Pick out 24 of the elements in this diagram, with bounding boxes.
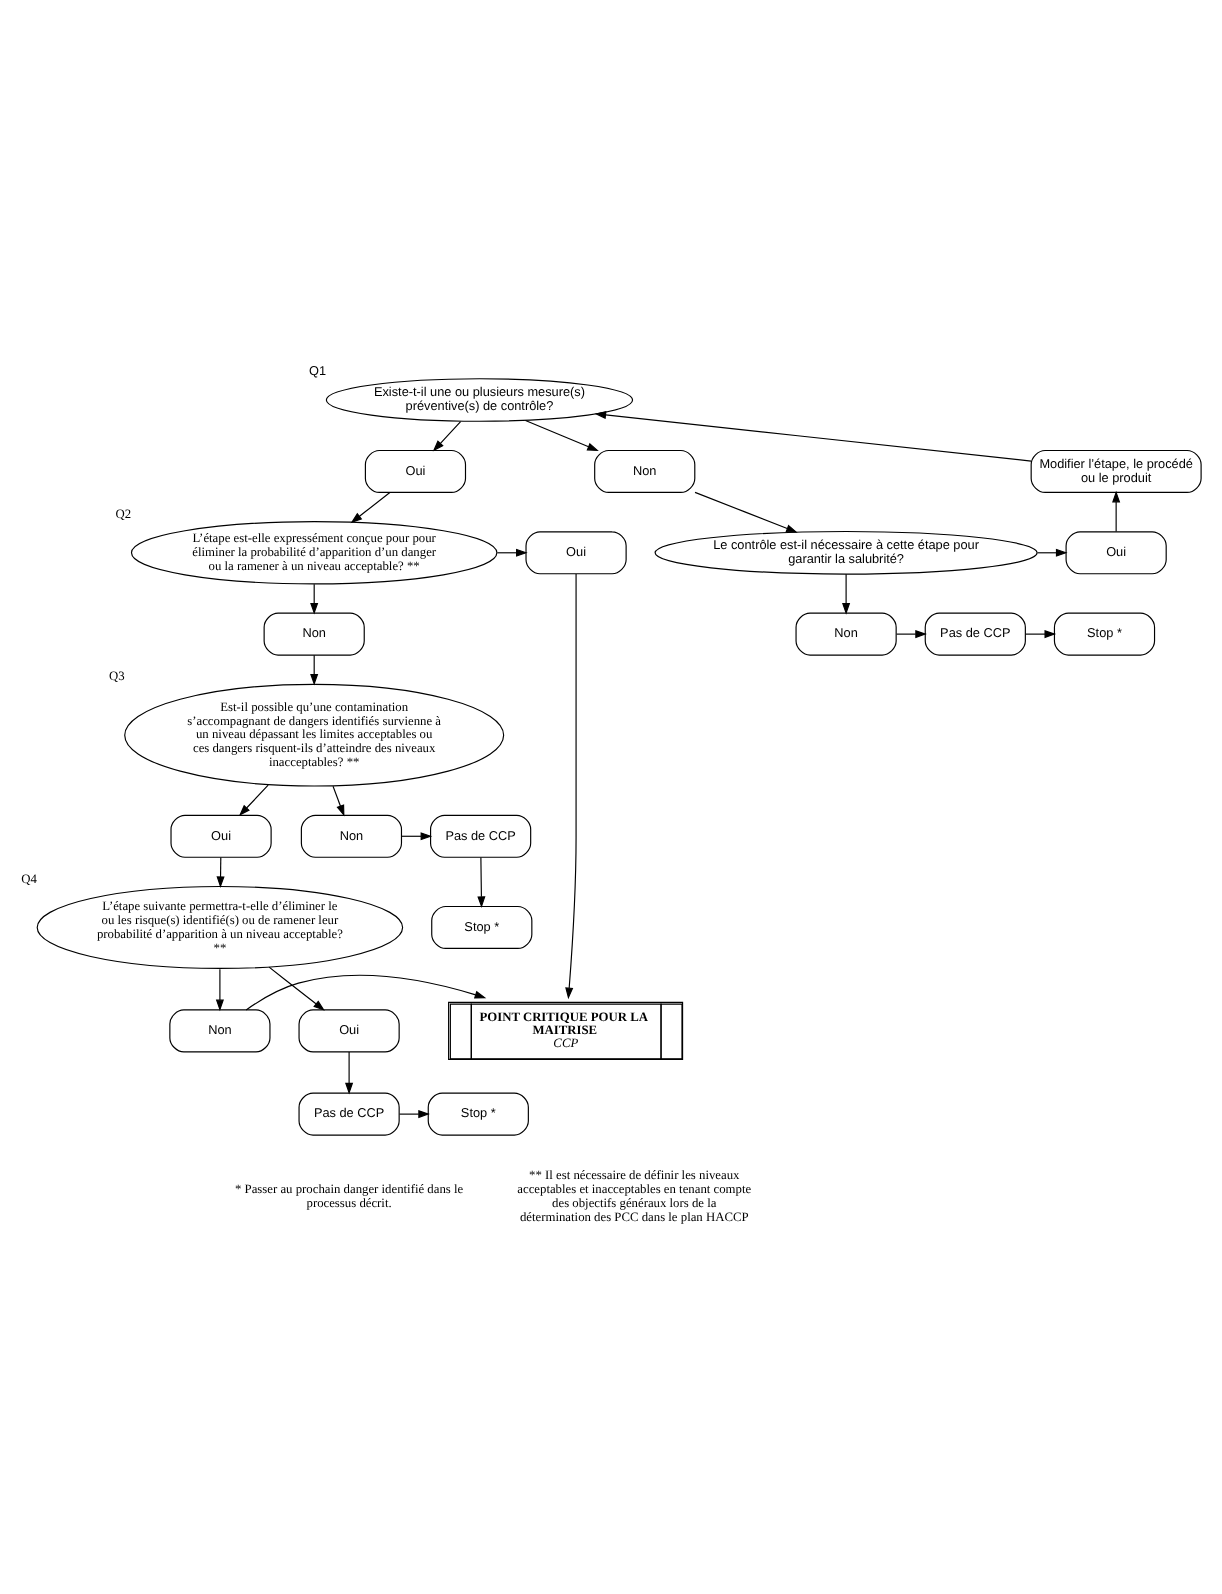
arrow bbox=[896, 630, 927, 639]
arrow bbox=[1036, 548, 1068, 557]
arrow bbox=[332, 785, 345, 817]
arrow bbox=[1112, 490, 1121, 532]
arrow bbox=[310, 654, 319, 686]
arrow bbox=[842, 573, 851, 615]
arrow bbox=[216, 857, 225, 888]
arrow bbox=[238, 784, 269, 817]
arrow bbox=[594, 410, 1032, 462]
arrow bbox=[694, 491, 798, 533]
arrow bbox=[350, 492, 391, 524]
arrow bbox=[1025, 630, 1057, 639]
arrow bbox=[215, 968, 224, 1012]
arrow bbox=[496, 548, 528, 557]
arrow bbox=[245, 974, 487, 1011]
arrow bbox=[345, 1051, 354, 1095]
arrow bbox=[401, 832, 433, 841]
arrow bbox=[310, 583, 319, 615]
arrow bbox=[565, 573, 577, 1000]
arrow bbox=[432, 420, 462, 452]
arrow bbox=[477, 857, 486, 908]
arrow bbox=[524, 419, 599, 452]
arrow bbox=[268, 966, 325, 1011]
arrow bbox=[399, 1110, 430, 1119]
